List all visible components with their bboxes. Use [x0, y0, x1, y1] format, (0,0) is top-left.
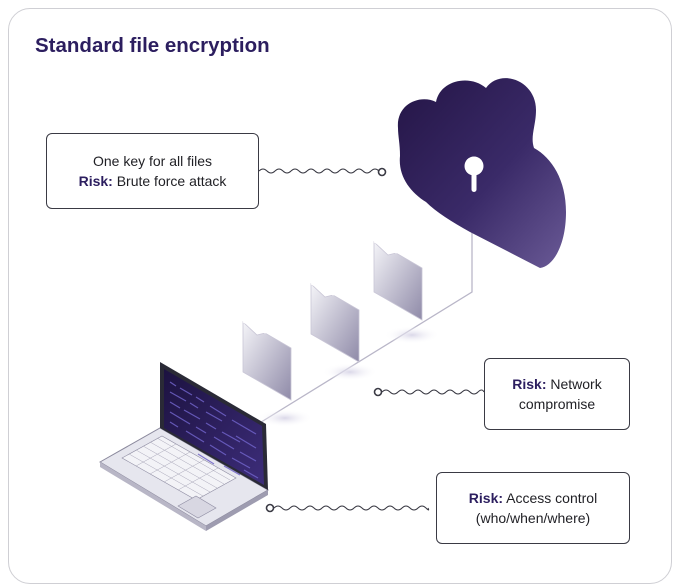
diagram-title: Standard file encryption: [35, 34, 270, 57]
callout-access-risk: Risk: Access control (who/when/where): [436, 472, 630, 544]
callout-risk: Risk: Network: [512, 376, 602, 392]
folder-icon: [310, 283, 360, 363]
connector-3: [265, 503, 430, 513]
callout-shared-key: One key for all files Risk: Brute force …: [46, 133, 259, 209]
callout-risk: Risk: Brute force attack: [78, 173, 227, 189]
cloud-lock-icon: [397, 78, 566, 268]
callout-line: One key for all files: [92, 153, 213, 169]
callout-line: (who/when/where): [475, 510, 591, 526]
connector-2: [373, 387, 485, 397]
keyhole-icon: [464, 156, 484, 192]
connector-1: [258, 167, 387, 177]
folder-icon: [242, 321, 292, 401]
callout-risk: Risk: Access control: [468, 490, 598, 506]
laptop-icon: [99, 362, 269, 531]
network-line: [257, 225, 473, 425]
folder-icon: [373, 241, 423, 321]
callout-line: compromise: [518, 396, 596, 412]
callout-network-risk: Risk: Network compromise: [484, 358, 630, 430]
